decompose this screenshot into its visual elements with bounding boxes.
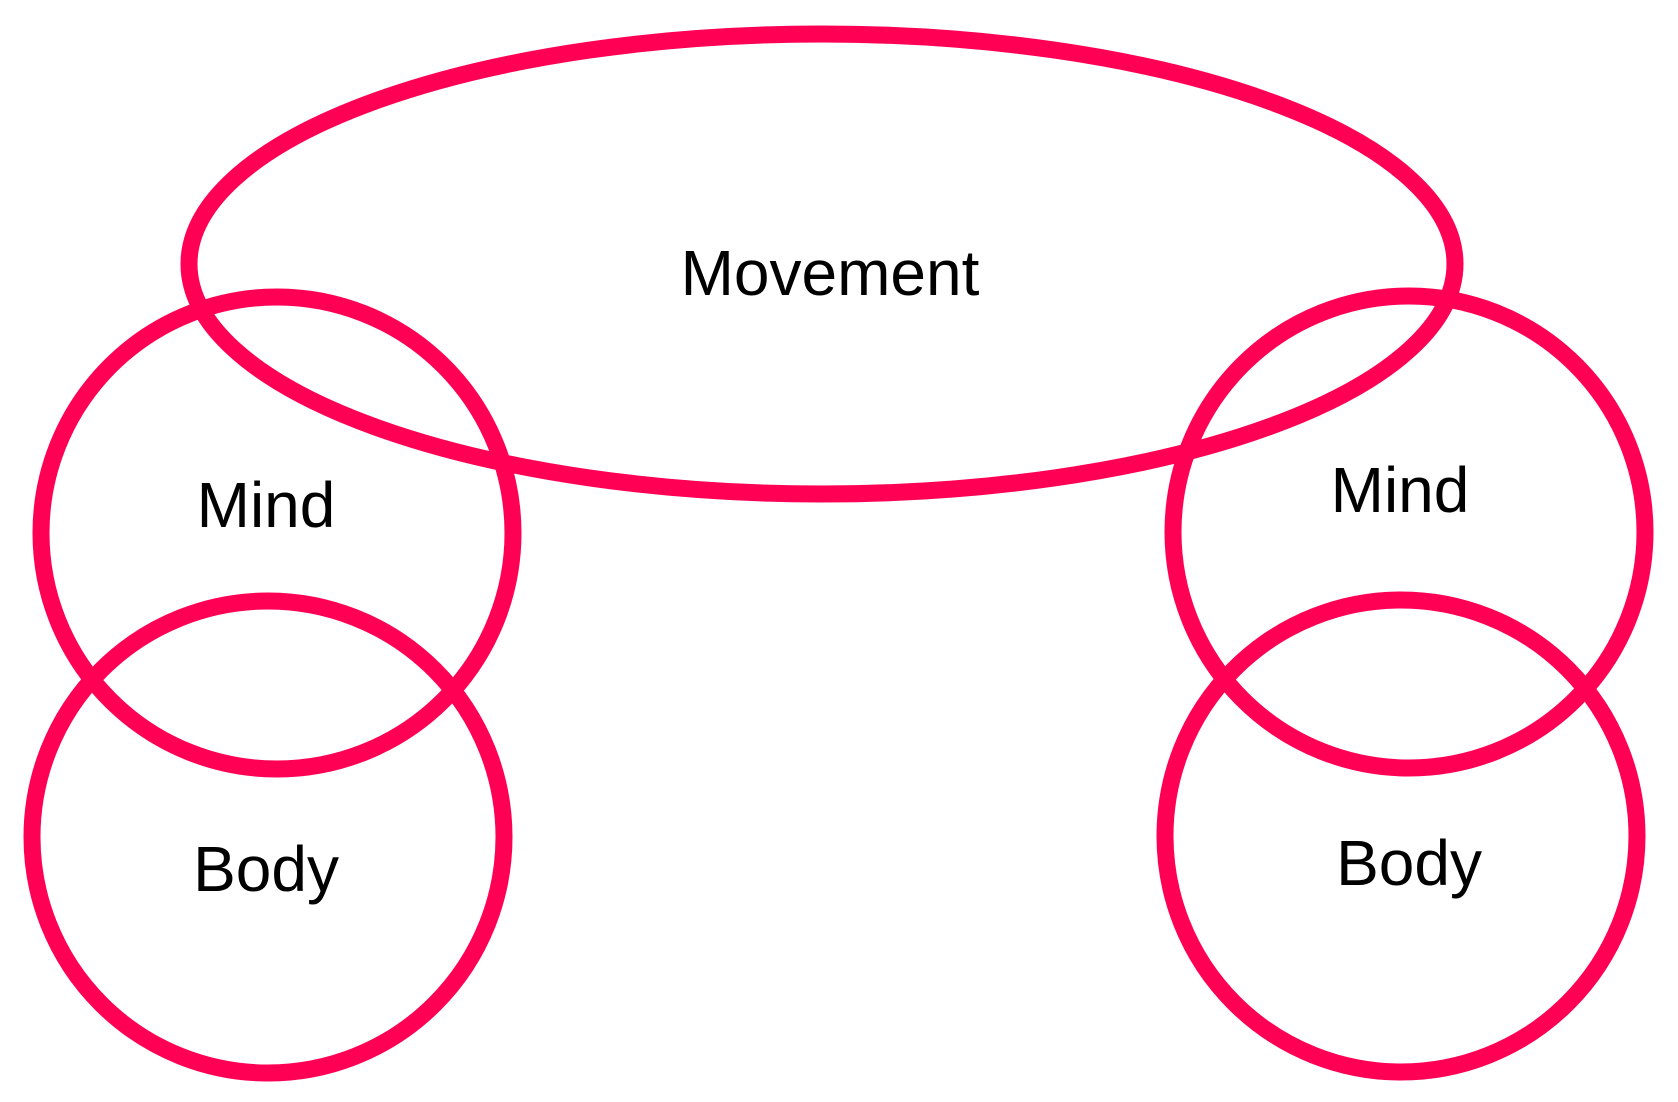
movement-ellipse — [180, 25, 1464, 503]
left-body-circle — [23, 592, 513, 1082]
movement-label: Movement — [681, 237, 980, 309]
left-mind-circle — [32, 288, 522, 778]
left-body-label: Body — [193, 833, 339, 905]
right-body-label: Body — [1336, 827, 1482, 899]
right-body-circle — [1156, 591, 1646, 1081]
right-mind-label: Mind — [1331, 454, 1470, 526]
left-mind-label: Mind — [197, 469, 336, 541]
right-mind-circle — [1164, 287, 1654, 777]
